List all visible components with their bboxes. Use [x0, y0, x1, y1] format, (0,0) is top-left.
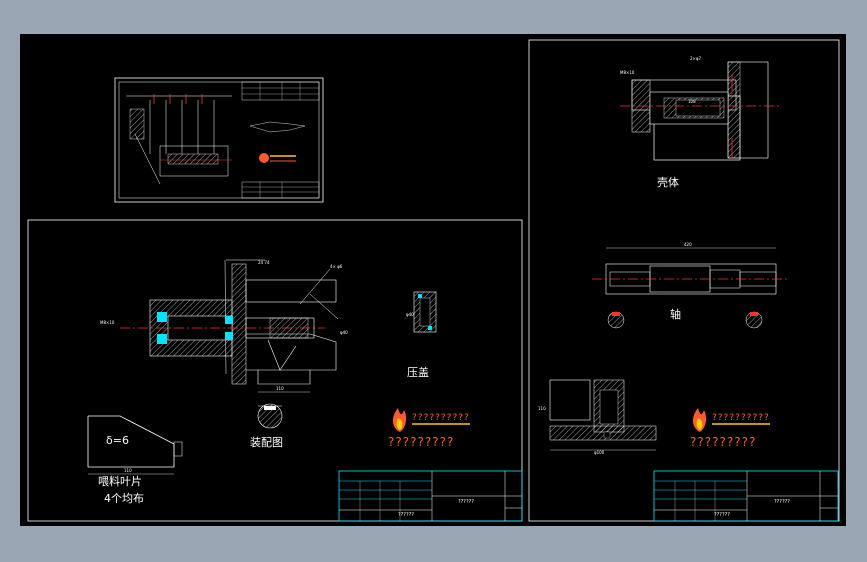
logo-left: ?????????? ????????? — [388, 408, 470, 449]
blade-label: 喂料叶片 — [98, 474, 142, 488]
assembly-thread-callout: M8×10 — [100, 320, 115, 325]
pressure-cover-view: φ40 压盖 — [406, 291, 437, 379]
base-dim-width: φ100 — [594, 450, 605, 455]
logo-left-caption: ????????? — [388, 435, 454, 449]
pressure-cover-label: 压盖 — [407, 365, 429, 379]
cad-drawing-canvas[interactable]: 24 74 4× φ6 M8×10 110 φ40 装配图 φ40 压盖 110… — [20, 34, 846, 526]
assembly-drawing: 24 74 4× φ6 M8×10 110 φ40 装配图 — [100, 259, 348, 449]
base-dim-height: 110 — [538, 406, 546, 411]
shaft-view: 420 轴 — [592, 242, 790, 329]
shell-dim-top: 2×φ7 — [690, 56, 702, 61]
cover-dim: φ40 — [406, 312, 414, 317]
logo-left-text: ?????????? — [412, 413, 470, 423]
titleblock-left: ?????? ?????? — [338, 470, 523, 522]
assembly-dim-right: φ40 — [340, 330, 348, 335]
base-part-view: φ100 110 — [538, 379, 657, 455]
blade-thickness: δ=6 — [106, 434, 129, 447]
titleblock-right: ?????? ?????? — [653, 470, 839, 522]
drawing-frame-thumbnail — [114, 77, 324, 203]
assembly-dim-bottom: 110 — [276, 386, 284, 391]
shell-thread: M8×10 — [620, 70, 635, 75]
titleblock-right-name: ?????? — [774, 499, 790, 505]
thumbnail-sheet — [118, 81, 320, 199]
logo-right-text: ?????????? — [712, 413, 770, 423]
logo-right: ?????????? ????????? — [690, 408, 770, 449]
titleblock-left-name: ?????? — [458, 499, 474, 505]
cad-drawing: 24 74 4× φ6 M8×10 110 φ40 装配图 φ40 压盖 110… — [27, 39, 840, 522]
shell-label: 壳体 — [657, 175, 679, 189]
assembly-dim-top: 24 74 — [258, 260, 270, 265]
drawing-frame-left — [27, 219, 523, 522]
shaft-dim-length: 420 — [684, 242, 692, 247]
titleblock-right-code: ?????? — [714, 512, 730, 518]
blade-quantity: 4个均布 — [104, 492, 144, 505]
assembly-label: 装配图 — [250, 436, 283, 449]
shell-dim-length: 108 — [688, 99, 696, 104]
shell-view: 108 M8×10 2×φ7 壳体 — [620, 56, 780, 189]
titleblock-left-code: ?????? — [398, 512, 414, 518]
feed-blade-view: 110 δ=6 喂料叶片 4个均布 — [87, 415, 183, 505]
shaft-label: 轴 — [670, 307, 681, 321]
blade-dim-width: 110 — [124, 468, 132, 473]
logo-right-caption: ????????? — [690, 435, 756, 449]
assembly-dim-callout: 4× φ6 — [330, 264, 343, 269]
